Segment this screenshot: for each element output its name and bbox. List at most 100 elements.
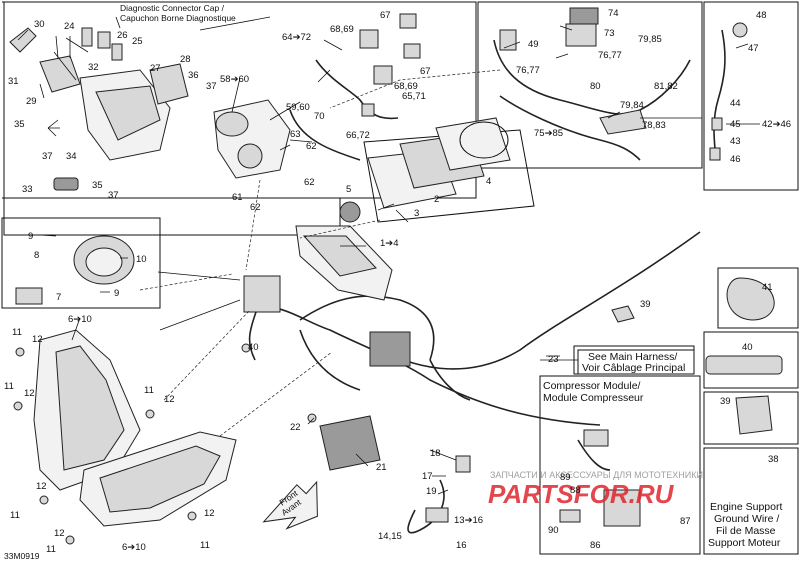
callout: 37: [108, 190, 119, 201]
callout: 21: [376, 462, 387, 473]
callout: 1➔4: [380, 238, 399, 249]
callout: 11: [46, 544, 56, 555]
callout: 29: [26, 96, 37, 107]
callout: 48: [756, 10, 767, 21]
callout: 27: [150, 63, 161, 74]
callout: 7: [56, 292, 61, 303]
callout: 31: [8, 76, 19, 87]
callout: 68,69: [330, 24, 354, 35]
callout: 81,82: [654, 81, 678, 92]
callout: 76,77: [516, 65, 540, 76]
callout: 35: [14, 119, 25, 130]
callout: 46: [730, 154, 741, 165]
callout: 44: [730, 98, 741, 109]
diagram-code: 33M0919: [4, 551, 40, 561]
callout: 75➔85: [534, 128, 563, 139]
callout: 33: [22, 184, 33, 195]
callout: 67: [380, 10, 391, 21]
callout: 59,60: [286, 102, 310, 113]
callout: 11: [12, 327, 22, 338]
callout: 40: [742, 342, 753, 353]
callout: 63: [290, 129, 301, 140]
callout: 89: [560, 472, 571, 483]
watermark-line1: ЗАПЧАСТИ И АКСЕССУАРЫ ДЛЯ МОТОТЕХНИКИ: [490, 470, 703, 480]
callout: 13➔16: [454, 515, 483, 526]
install-lines: [139, 69, 501, 437]
engine-support-label-3: Fil de Masse: [716, 525, 776, 537]
compressor-label-1: Compressor Module/: [543, 380, 641, 392]
callout: 19: [426, 486, 437, 497]
part-shapes: [9, 7, 783, 545]
callout: 38: [768, 454, 779, 465]
callout: 88: [570, 485, 581, 496]
callout: 16: [456, 540, 467, 551]
callout: 37: [42, 151, 53, 162]
callout: 12: [32, 334, 43, 345]
callout: 47: [748, 43, 759, 54]
callout: 37: [206, 81, 217, 92]
diag-cap-label-1: Diagnostic Connector Cap /: [120, 3, 225, 13]
callout: 74: [608, 8, 619, 19]
engine-support-label-4: Support Moteur: [708, 537, 781, 549]
callout: 49: [528, 39, 539, 50]
main-harness-label-1: See Main Harness/: [588, 351, 677, 363]
callout: 9: [114, 288, 119, 299]
callout: 26: [117, 30, 128, 41]
callout: 42➔46: [762, 119, 791, 130]
main-harness-label-2: Voir Câblage Principal: [582, 362, 685, 374]
engine-support-label-1: Engine Support: [710, 501, 782, 513]
callout: 39: [720, 396, 731, 407]
callout: 87: [680, 516, 691, 527]
callout: 73: [604, 28, 615, 39]
diag-cap-label-2: Capuchon Borne Diagnostique: [120, 13, 236, 23]
callout: 34: [66, 151, 77, 162]
callout: 23: [548, 354, 559, 365]
wiring-harness: [248, 29, 726, 534]
callout: 11: [200, 540, 210, 551]
callout: 5: [346, 184, 351, 195]
callout: 62: [306, 141, 317, 152]
watermark-logo: PARTSFOR.RU: [488, 479, 675, 509]
callout: 2: [434, 194, 439, 205]
callout: 79,84: [620, 100, 644, 111]
front-arrow: Front Avant: [262, 480, 318, 530]
callout: 64➔72: [282, 32, 311, 43]
callout: 25: [132, 36, 143, 47]
callout: 68,69: [394, 81, 418, 92]
callout: 14,15: [378, 531, 402, 542]
engine-support-label-2: Ground Wire /: [714, 513, 779, 525]
callout: 62: [304, 177, 315, 188]
callout: 41: [762, 282, 773, 293]
callout: 36: [188, 70, 199, 81]
callout: 11: [10, 510, 20, 521]
callout: 58➔60: [220, 74, 249, 85]
callout: 90: [548, 525, 559, 536]
callout: 9: [28, 231, 33, 242]
callout: 45: [730, 119, 741, 130]
callout: 22: [290, 422, 301, 433]
callout: 12: [54, 528, 65, 539]
callout: 43: [730, 136, 741, 147]
callout: 65,71: [402, 91, 426, 102]
callout: 8: [34, 250, 39, 261]
callouts: 30 24 26 25 31 32 29 27 28 36 37 35 37 3…: [4, 8, 791, 555]
callout: 86: [590, 540, 601, 551]
callout: 17: [422, 471, 433, 482]
callout: 12: [204, 508, 215, 519]
callout: 39: [640, 299, 651, 310]
callout: 24: [64, 21, 75, 32]
callout: 10: [136, 254, 147, 265]
callout: 11: [144, 385, 154, 396]
callout: 6➔10: [68, 314, 92, 325]
callout: 28: [180, 54, 191, 65]
callout: 30: [34, 19, 45, 30]
callout: 12: [36, 481, 47, 492]
callout: 11: [4, 381, 14, 392]
callout: 12: [24, 388, 35, 399]
callout: 66,72: [346, 130, 370, 141]
callout: 12: [164, 394, 175, 405]
watermark: ЗАПЧАСТИ И АКСЕССУАРЫ ДЛЯ МОТОТЕХНИКИ PA…: [488, 470, 703, 509]
callout: 78,83: [642, 120, 666, 131]
